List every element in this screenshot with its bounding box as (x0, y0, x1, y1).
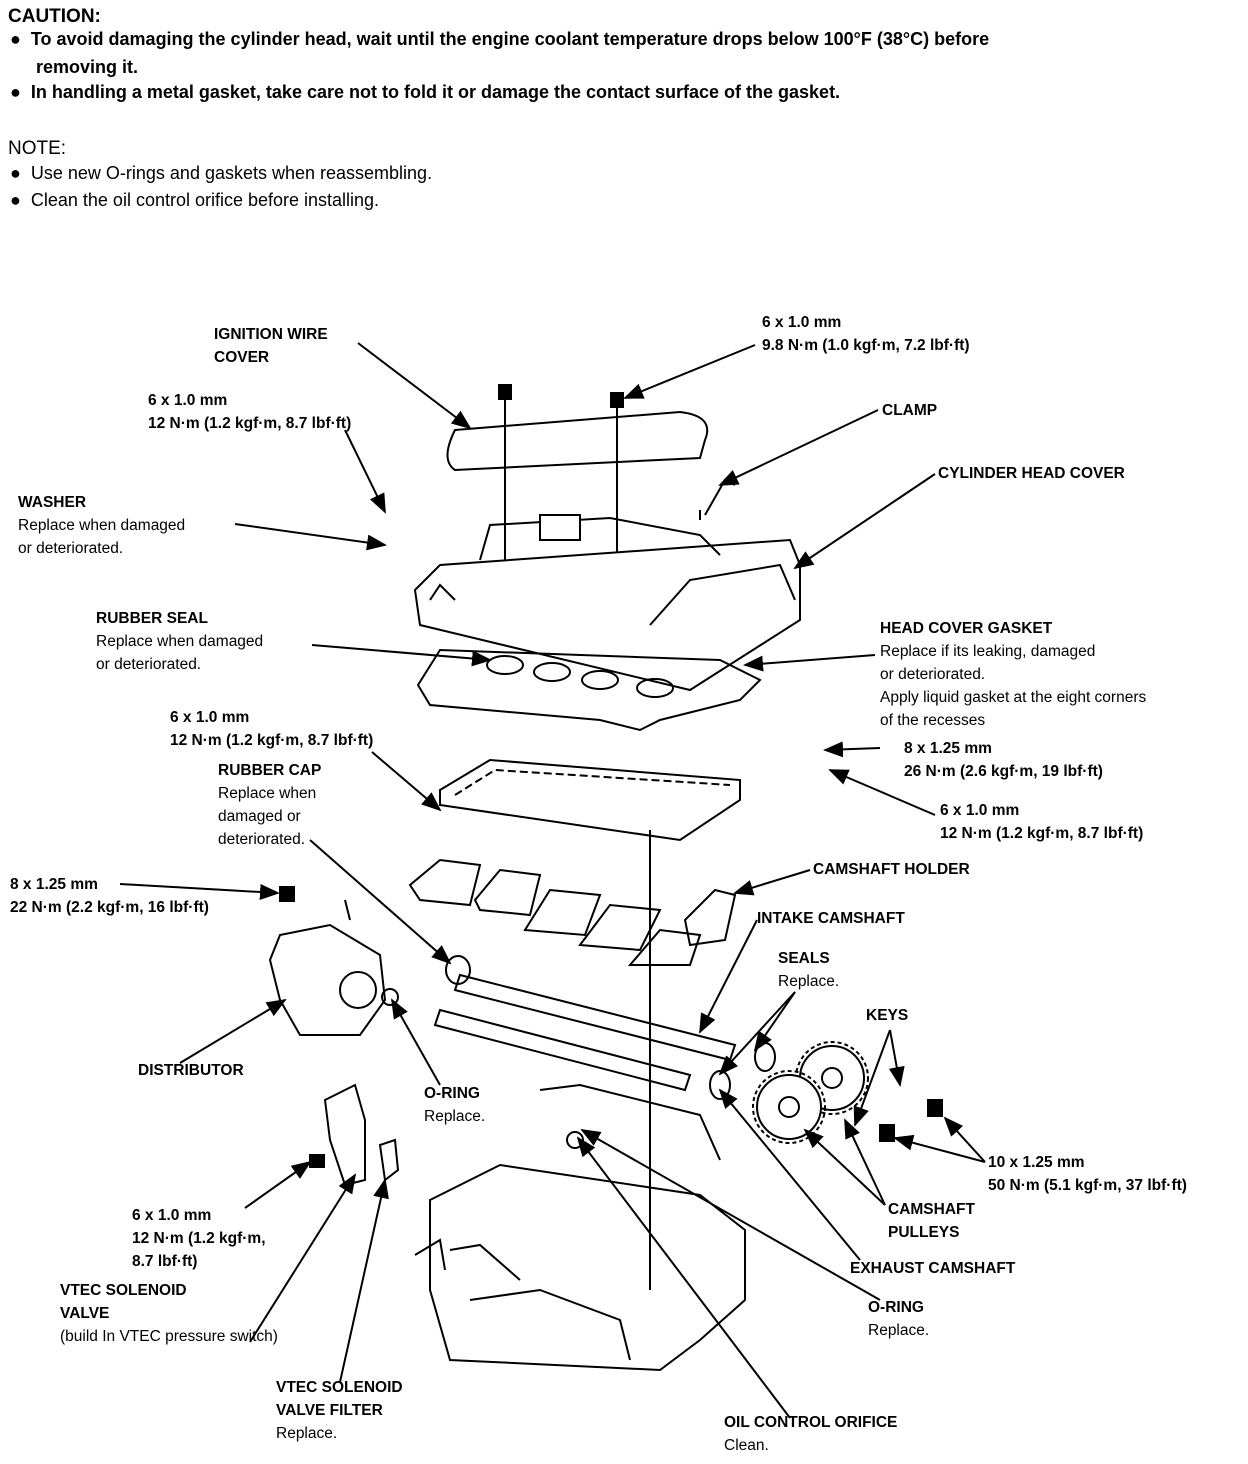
cylinder-head-cover-shape (413, 538, 801, 692)
label-exhaust-camshaft: EXHAUST CAMSHAFT (850, 1260, 1016, 1277)
label-camshaft-holder: CAMSHAFT HOLDER (813, 861, 970, 878)
caution-item-1: ● To avoid damaging the cylinder head, w… (10, 29, 990, 49)
ignition-wire-cover-shape (446, 410, 709, 472)
distributor-shape (268, 923, 387, 1036)
label-keys: KEYS (866, 1007, 909, 1024)
caution-item-1-cont: removing it. (36, 57, 139, 77)
label-intake-camshaft: INTAKE CAMSHAFT (757, 910, 905, 927)
vtec-solenoid-valve-shape (323, 1083, 366, 1187)
camshaft-pulley-lower (756, 1074, 822, 1140)
note-title: NOTE: (8, 138, 67, 159)
label-cylinder-head-cover: CYLINDER HEAD COVER (938, 465, 1125, 482)
camshaft-holder-plate-shape (439, 758, 741, 842)
intake-camshaft-shape (453, 973, 737, 1062)
exhaust-camshaft-shape (433, 1008, 692, 1092)
cylinder-head-shape (429, 1163, 746, 1372)
head-cover-gasket-shape (416, 648, 762, 732)
caution-item-2: ● In handling a metal gasket, take care … (10, 82, 841, 102)
note-item-1: ● Use new O-rings and gaskets when reass… (10, 163, 433, 183)
label-distributor: DISTRIBUTOR (138, 1062, 244, 1079)
caution-title: CAUTION: (8, 6, 101, 27)
label-clamp: CLAMP (882, 402, 938, 419)
note-item-2: ● Clean the oil control orifice before i… (10, 190, 380, 210)
